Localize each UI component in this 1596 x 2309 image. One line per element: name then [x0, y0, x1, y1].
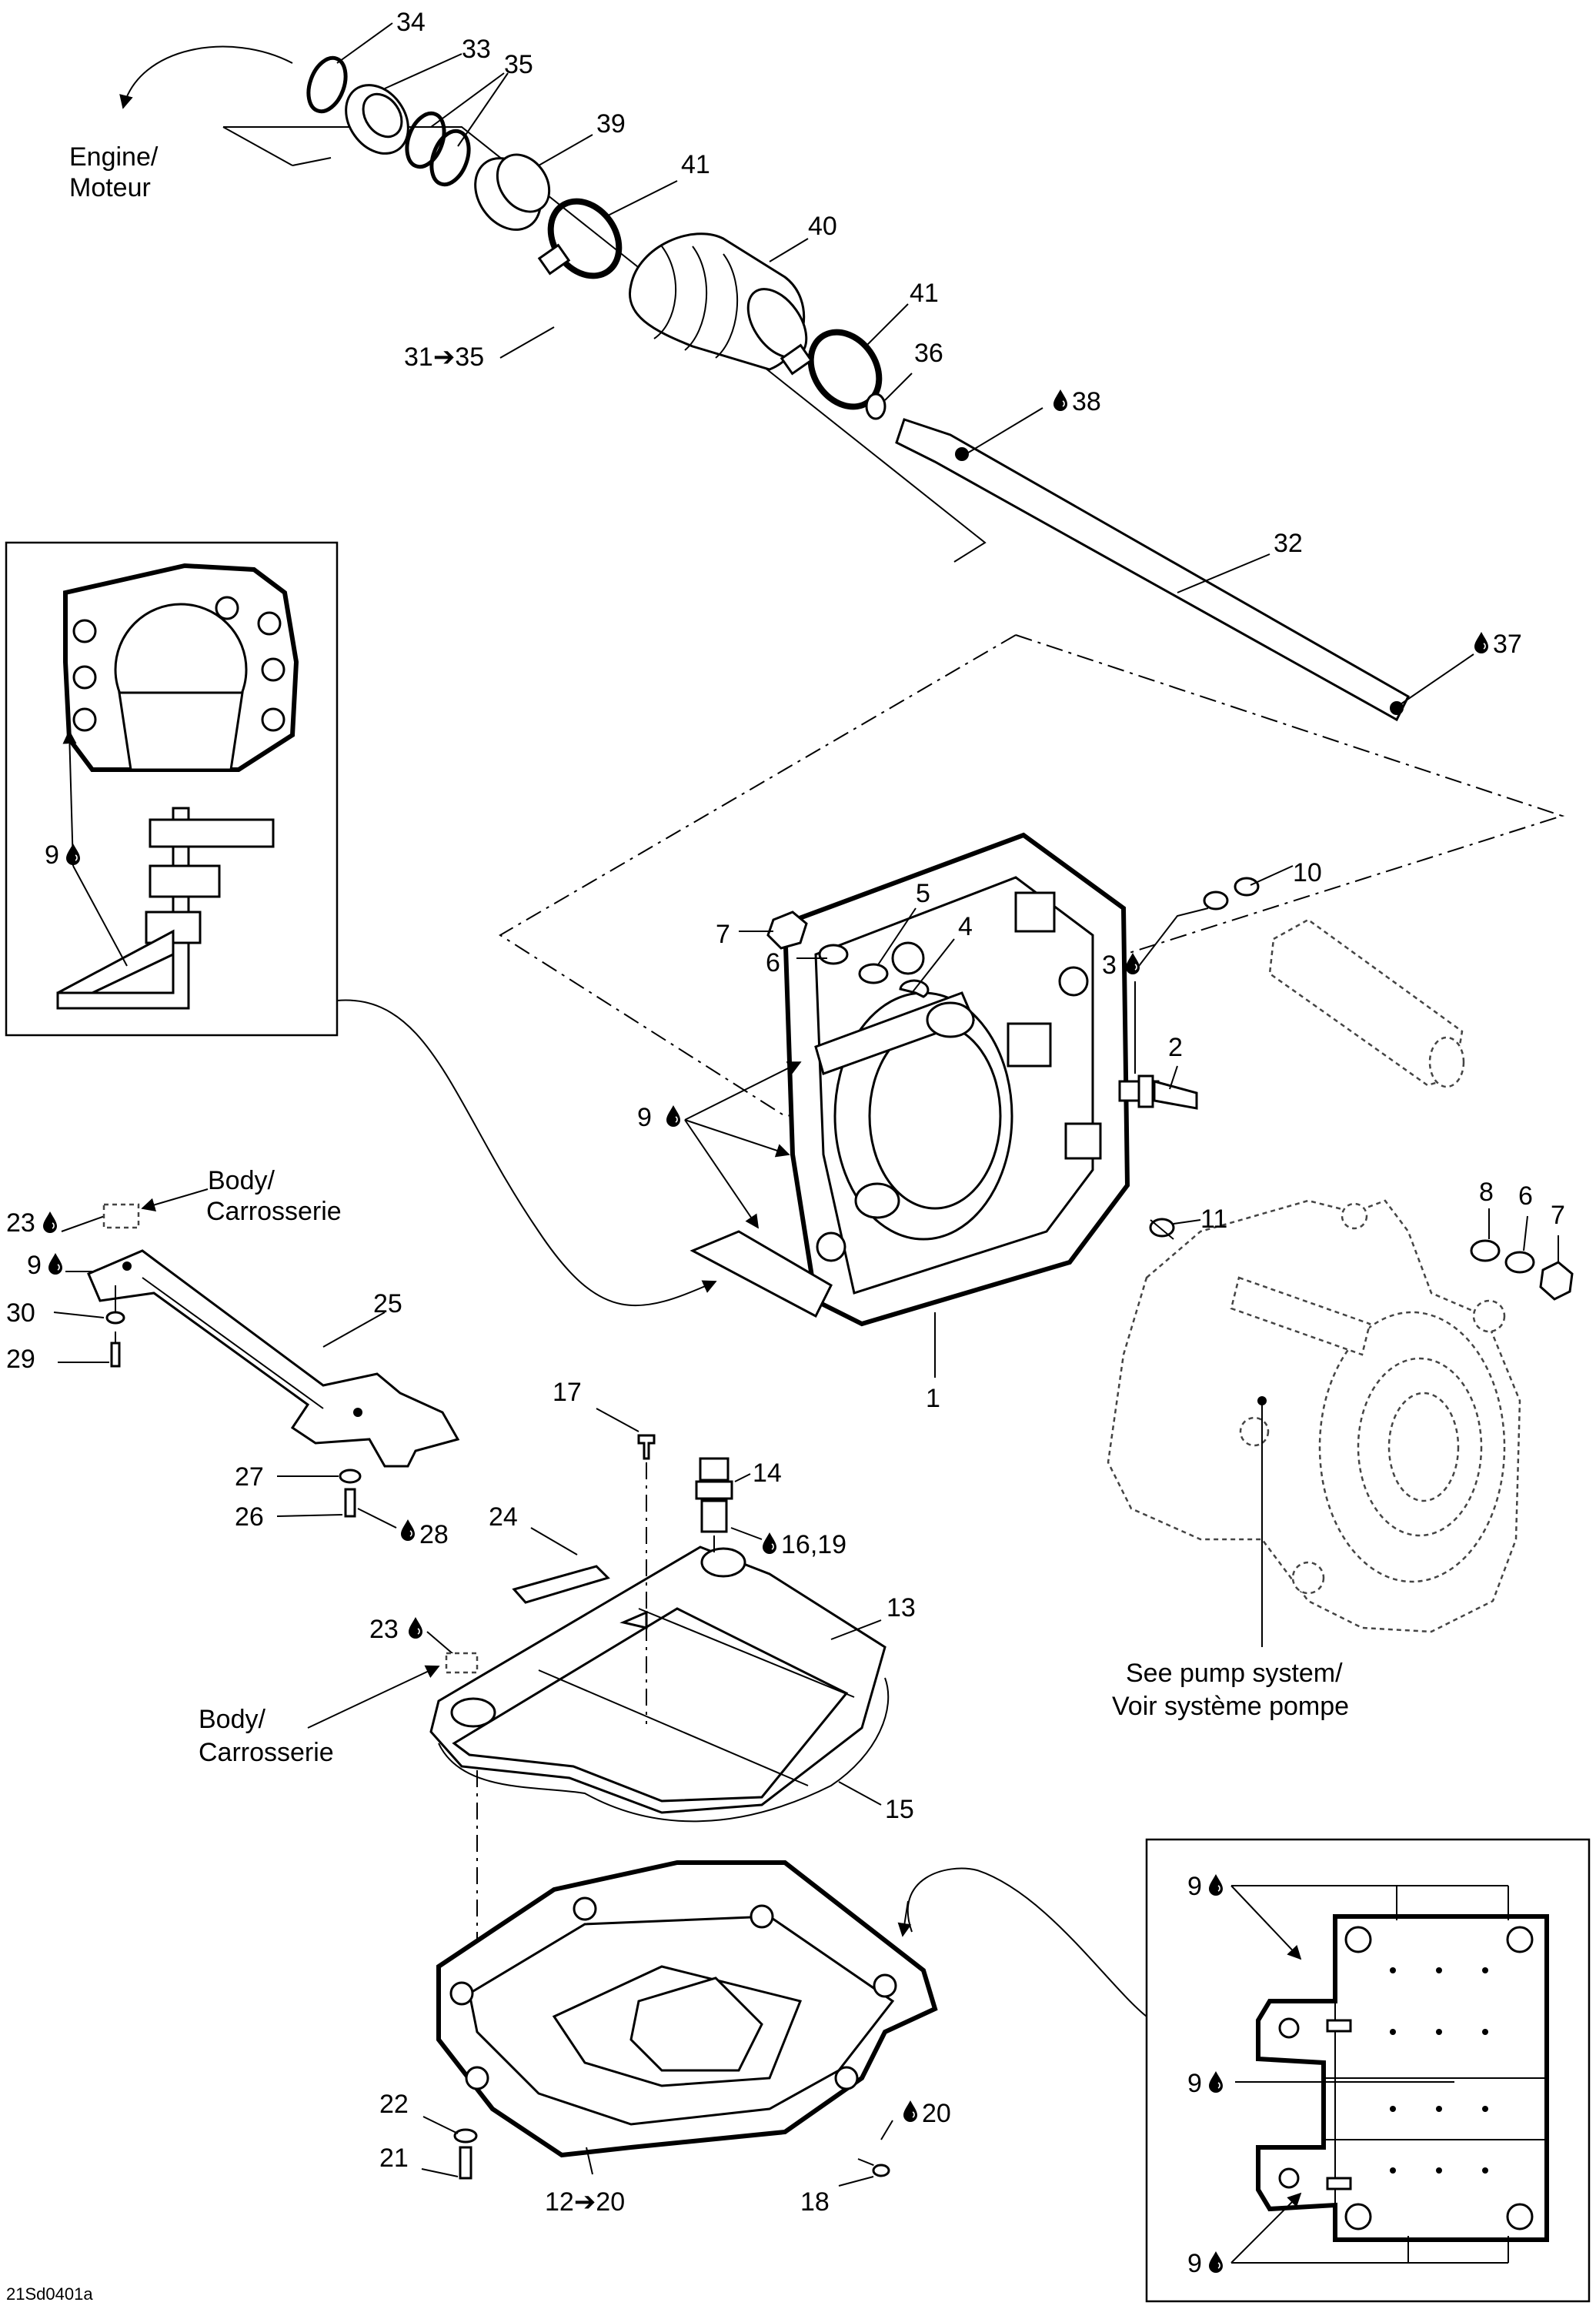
body-mid-line1: Body/ [199, 1705, 265, 1734]
callout-22: 22 [379, 2090, 409, 2119]
callout-1: 1 [926, 1384, 940, 1413]
body-top-line1: Body/ [208, 1166, 275, 1195]
stud-2 [1118, 1074, 1198, 1110]
callout-9-box: 9 [45, 840, 59, 870]
pump-label-line1: See pump system/ [1126, 1659, 1343, 1688]
o-ring-34 [306, 55, 348, 114]
callout-33: 33 [462, 35, 491, 64]
engine-label-line1: Engine/ [69, 142, 159, 172]
callout-14: 14 [753, 1459, 782, 1488]
callout-39: 39 [596, 109, 626, 139]
callout-16-19: 16,19 [781, 1530, 846, 1559]
callout-41b: 41 [910, 279, 939, 308]
callout-17: 17 [553, 1378, 582, 1407]
callout-41a: 41 [681, 150, 710, 179]
drive-shaft-group [119, 22, 1474, 722]
callout-37: 37 [1493, 630, 1522, 659]
body-mid-line2: Carrosserie [199, 1738, 334, 1767]
box-to-housing-leader [336, 999, 717, 1307]
callout-20: 20 [922, 2099, 951, 2128]
screw-29 [110, 1342, 121, 1368]
callout-10: 10 [1293, 858, 1322, 887]
fitting-14 [695, 1457, 733, 1533]
callout-12-20: 12➔20 [545, 2187, 625, 2217]
washer-27 [339, 1469, 362, 1484]
callout-8: 8 [1479, 1178, 1494, 1207]
pump-housing-1 [689, 832, 1130, 1327]
detail-box-bottom-right [1145, 1838, 1591, 2303]
callout-38: 38 [1072, 387, 1101, 416]
callout-9-r3: 9 [1187, 2249, 1202, 2278]
housing-plane [953, 634, 1565, 1009]
o-ring-35b [429, 129, 471, 187]
fasteners-right [1470, 1239, 1574, 1301]
washer-30 [105, 1311, 125, 1325]
engine-arrow [119, 45, 293, 109]
o-ring-35a [405, 111, 446, 169]
callout-15: 15 [885, 1795, 914, 1824]
callout-3: 3 [1102, 951, 1117, 980]
callout-30: 30 [6, 1298, 35, 1328]
callout-26: 26 [235, 1502, 264, 1532]
bracket-25 [87, 1249, 460, 1468]
pad-24 [512, 1565, 610, 1604]
detail-box-top-left [5, 541, 339, 1037]
callout-35: 35 [504, 50, 533, 79]
screw-21 [459, 2146, 472, 2180]
washer-36 [865, 393, 886, 420]
callout-21: 21 [379, 2144, 409, 2173]
callout-23a: 23 [6, 1208, 35, 1238]
callout-18: 18 [800, 2187, 830, 2217]
callout-4: 4 [958, 912, 973, 941]
pump-label-line2: Voir système pompe [1112, 1692, 1349, 1721]
callout-6b: 6 [1518, 1181, 1533, 1211]
clamp-41a [537, 198, 623, 279]
callout-7b: 7 [1551, 1201, 1565, 1230]
tape-23b [445, 1652, 479, 1674]
ride-plate-13 [429, 1545, 890, 1823]
callout-32: 32 [1274, 529, 1303, 558]
lower-ride-plate-12 [436, 1860, 938, 2158]
body-top-line2: Carrosserie [206, 1197, 342, 1226]
diagram-code: 21Sd0401a [6, 2284, 93, 2304]
callout-9-bracket: 9 [27, 1251, 42, 1280]
washer-22 [453, 2128, 478, 2144]
plug-18 [872, 2164, 890, 2177]
callout-6a: 6 [766, 948, 780, 977]
callout-7a: 7 [716, 920, 730, 949]
screw-26 [344, 1488, 356, 1518]
callout-36: 36 [914, 339, 943, 368]
plate-to-box-leader [907, 1867, 1147, 2017]
callout-9-housing: 9 [637, 1103, 652, 1132]
callout-5: 5 [916, 879, 930, 908]
clip-11 [1149, 1218, 1175, 1240]
drive-shaft-32 [895, 418, 1410, 722]
engine-label-line2: Moteur [69, 173, 151, 202]
ghost-bearing [1203, 877, 1465, 1088]
callout-28: 28 [419, 1520, 449, 1549]
screw-17 [637, 1434, 656, 1460]
sleeve-39 [474, 153, 551, 231]
callout-9-r1: 9 [1187, 1872, 1202, 1901]
callout-25: 25 [373, 1289, 402, 1318]
callout-34: 34 [396, 8, 426, 37]
fasteners-upper-left [766, 911, 930, 998]
boot-40 [629, 232, 808, 371]
callout-24: 24 [489, 1502, 518, 1532]
callout-29: 29 [6, 1345, 35, 1374]
callout-9-r2: 9 [1187, 2069, 1202, 2098]
callout-2: 2 [1168, 1033, 1183, 1062]
ghost-pump-body [1107, 1199, 1521, 1633]
callout-11: 11 [1200, 1205, 1227, 1234]
callout-23b: 23 [369, 1615, 399, 1644]
callout-40: 40 [808, 212, 837, 241]
tape-23a [102, 1203, 140, 1229]
callout-13: 13 [886, 1593, 916, 1622]
callout-27: 27 [235, 1462, 264, 1492]
bracket-31-35 [223, 126, 987, 563]
seal-carrier-33 [345, 84, 409, 155]
callout-31-35: 31➔35 [404, 343, 484, 372]
